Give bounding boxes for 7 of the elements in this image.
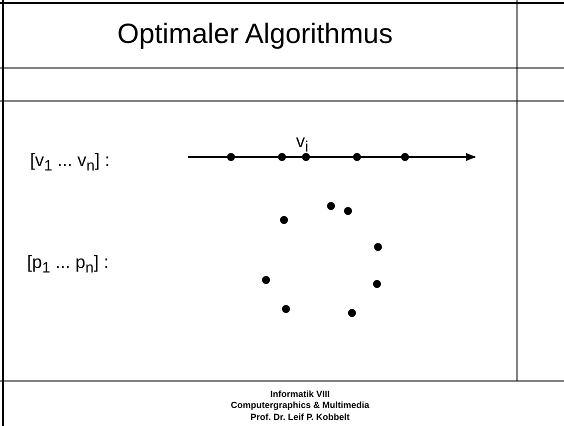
footer-text: Prof. Dr. Leif P. Kobbelt — [249, 412, 351, 422]
footer-text: Informatik VIII — [269, 389, 331, 399]
formula-label: [v$_{1}$ ... v$_{n}$] : — [30, 150, 110, 175]
formula-label: v$_{i}$ — [296, 131, 308, 156]
footer-text: Computergraphics & Multimedia — [230, 400, 370, 410]
slide-title: Optimaler Algorithmus — [116, 18, 394, 50]
formula-label: [p$_{1}$ ... p$_{n}$] : — [27, 252, 109, 277]
